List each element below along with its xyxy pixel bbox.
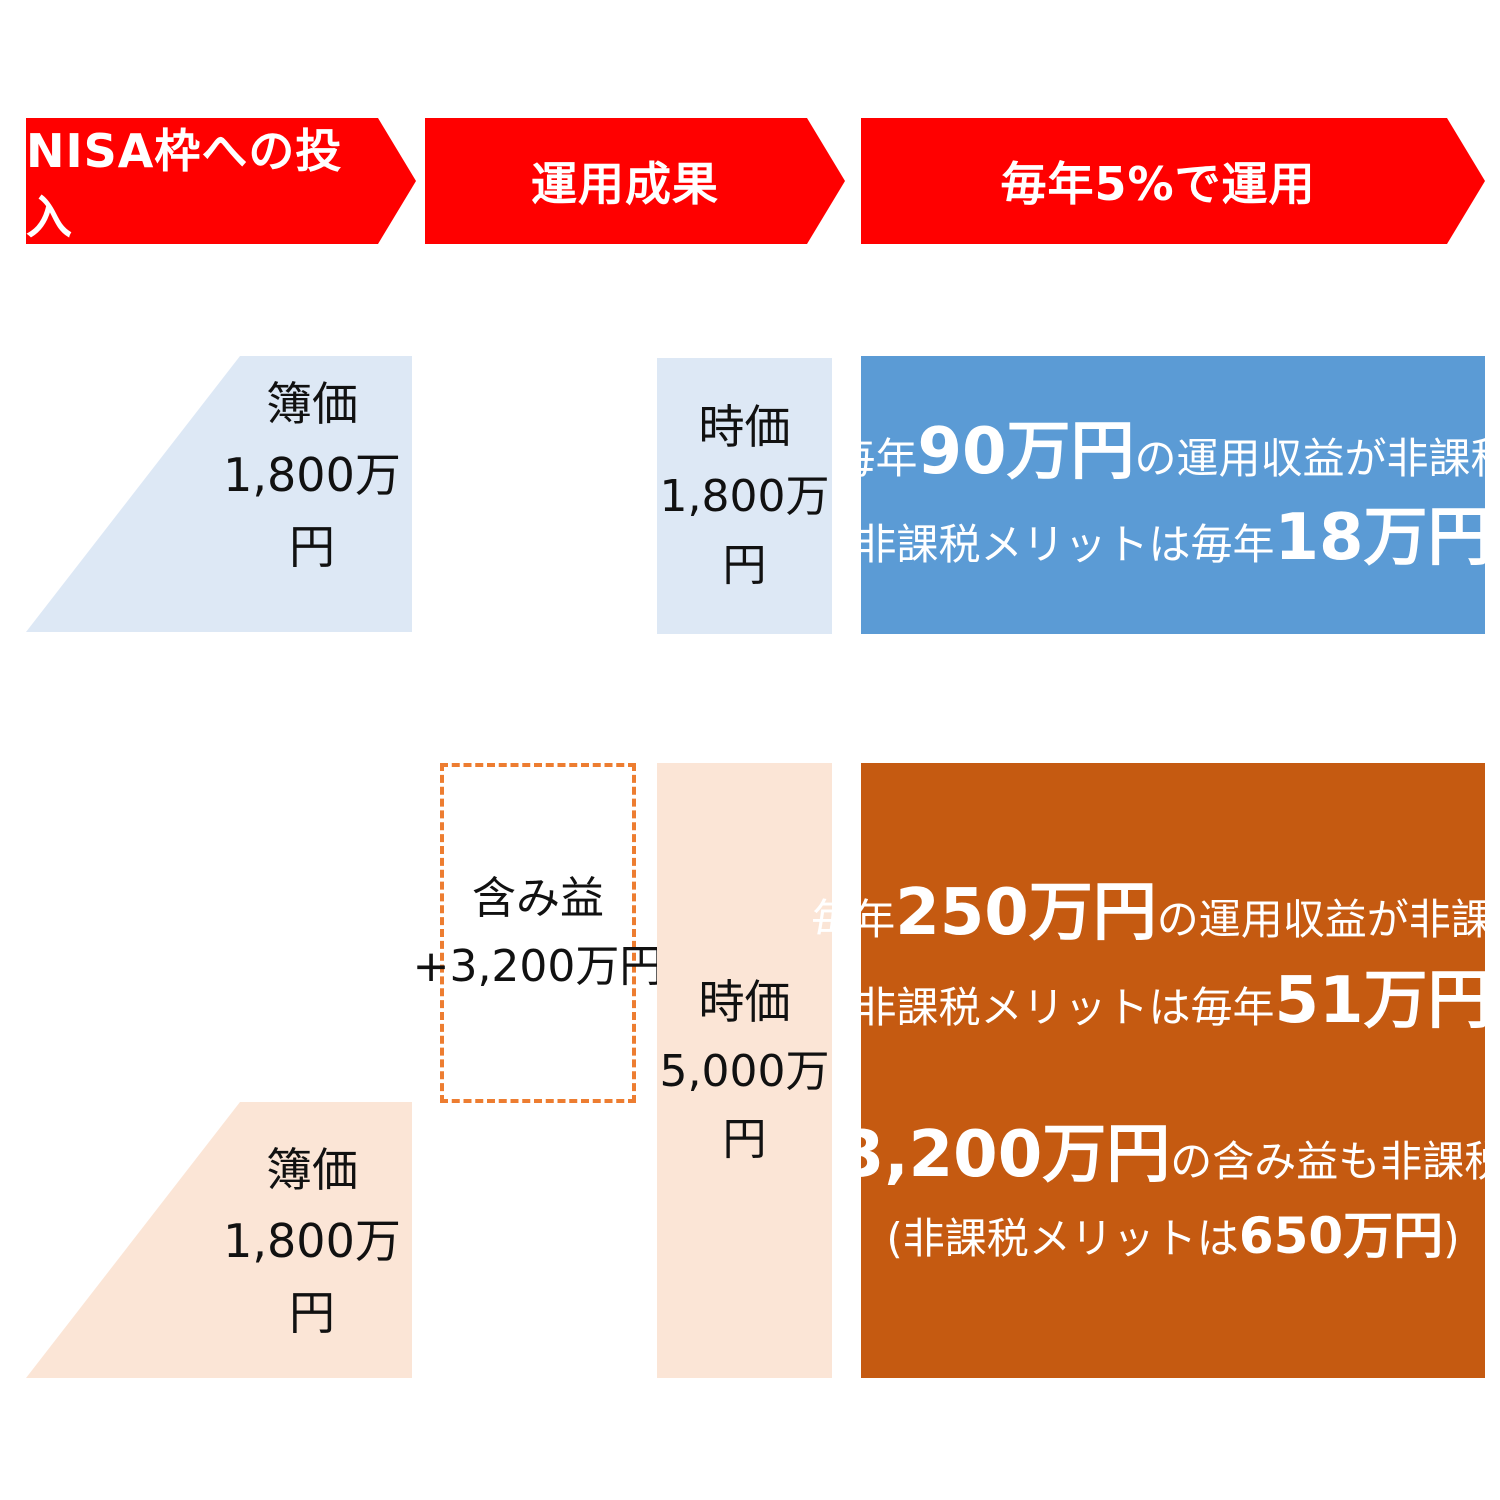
row1-result-line1: 毎年90万円の運用収益が非課税: [833, 420, 1500, 484]
row2-result-line2: (非課税メリットは毎年51万円): [838, 969, 1500, 1033]
row1-cost-value: 1,800万円: [223, 448, 401, 574]
row1-market-label: 時価: [698, 400, 791, 455]
row2-unrealized-gain-box: 含み益 +3,200万円: [413, 763, 663, 1103]
row2-market-value: 5,000万円: [659, 1045, 830, 1166]
row2-market-label: 時価: [698, 974, 791, 1029]
step-nisa-investment: NISA枠への投入: [26, 118, 416, 244]
chevron-shape: [861, 118, 1485, 244]
text: 毎年: [811, 894, 896, 944]
text: の含み益も非課税: [1170, 1136, 1500, 1186]
row2-market-box: 時価 5,000万円: [657, 763, 832, 1378]
chevron-shape: [425, 118, 845, 244]
row2-unrealized-label: 含み益: [472, 872, 604, 924]
highlight-amount: 90万円: [917, 415, 1135, 489]
row2-cost-shape: 簿価 1,800万円: [26, 1102, 412, 1378]
text: ): [1492, 983, 1500, 1032]
text: の運用収益が非課税: [1156, 894, 1500, 944]
step-nisa-investment-label: NISA枠への投入: [26, 124, 343, 244]
highlight-amount: 3,200万円: [839, 1117, 1171, 1192]
row1-market-value: 1,800万円: [659, 471, 830, 591]
row2-unrealized-value: +3,200万円: [412, 941, 664, 992]
highlight-amount: 650万円: [1238, 1206, 1444, 1265]
row2-result-box: 毎年250万円の運用収益が非課税 (非課税メリットは毎年51万円) 3,200万…: [811, 763, 1500, 1378]
text: ): [1492, 520, 1500, 569]
row2-cost-value: 1,800万円: [223, 1214, 401, 1340]
row2-result-line3: 3,200万円の含み益も非課税: [840, 1123, 1500, 1187]
row2-result-line1: 毎年250万円の運用収益が非課税: [811, 881, 1500, 945]
row1-result-line2: (非課税メリットは毎年18万円): [838, 506, 1500, 570]
highlight-amount: 51万円: [1274, 963, 1492, 1038]
step-annual-5pct-label: 毎年5%で運用: [1000, 157, 1316, 211]
text: ): [1443, 1213, 1460, 1263]
step-investment-result-label: 運用成果: [531, 157, 719, 211]
step-investment-result: 運用成果: [425, 118, 845, 244]
text: (非課税メリットは: [886, 1213, 1239, 1263]
row2-result-line4: (非課税メリットは650万円): [886, 1211, 1459, 1261]
text: (非課税メリットは毎年: [838, 520, 1275, 569]
text: (非課税メリットは毎年: [838, 982, 1275, 1032]
row1-cost-label: 簿価: [266, 377, 358, 432]
row2-cost-label: 簿価: [266, 1143, 358, 1198]
row2-cost-text: 簿価 1,800万円: [212, 1122, 412, 1362]
step-annual-5pct: 毎年5%で運用: [861, 118, 1485, 244]
row1-cost-text: 簿価 1,800万円: [212, 356, 412, 596]
highlight-amount: 250万円: [895, 875, 1157, 950]
row1-cost-shape: 簿価 1,800万円: [26, 356, 412, 632]
highlight-amount: 18万円: [1274, 501, 1492, 575]
text: 毎年: [833, 434, 918, 483]
chevron-shape: [26, 118, 416, 244]
text: の運用収益が非課税: [1134, 434, 1500, 483]
row1-result-box: 毎年90万円の運用収益が非課税 (非課税メリットは毎年18万円): [833, 356, 1500, 634]
row1-market-box: 時価 1,800万円: [657, 358, 832, 634]
